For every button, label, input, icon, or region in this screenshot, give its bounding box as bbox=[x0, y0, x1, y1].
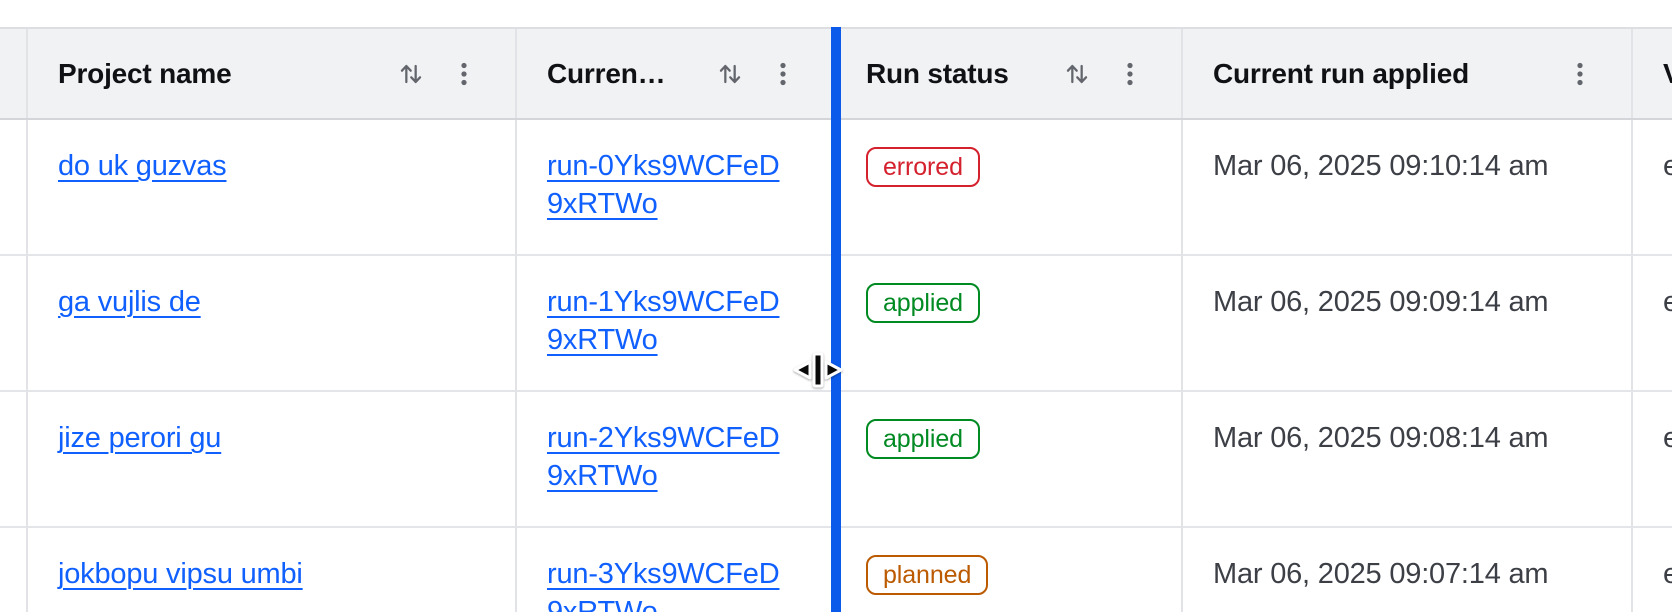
column-menu-icon[interactable] bbox=[1565, 59, 1595, 89]
applied-timestamp: Mar 06, 2025 09:07:14 am bbox=[1213, 558, 1549, 590]
clipped-cell-text: e bbox=[1663, 558, 1672, 590]
column-menu-icon[interactable] bbox=[1115, 59, 1145, 89]
run-id-link[interactable]: run-2Yks9WCFeD9xRTWo bbox=[547, 422, 780, 492]
project-link[interactable]: ga vujlis de bbox=[58, 286, 201, 318]
run-id-link[interactable]: run-0Yks9WCFeD9xRTWo bbox=[547, 150, 780, 220]
applied-timestamp: Mar 06, 2025 09:10:14 am bbox=[1213, 150, 1549, 182]
run-id-link[interactable]: run-1Yks9WCFeD9xRTWo bbox=[547, 286, 780, 356]
header-cell-project-name: Project name bbox=[28, 29, 517, 118]
column-label-project-name: Project name bbox=[58, 57, 232, 89]
cell-run-status: planned bbox=[836, 528, 1183, 612]
clipped-cell-text: e bbox=[1663, 422, 1672, 454]
cell-clipped: e bbox=[1633, 256, 1672, 392]
cell-current-run: run-3Yks9WCFeD9xRTWo bbox=[517, 528, 836, 612]
cell-project-name: jokbopu vipsu umbi bbox=[28, 528, 517, 612]
cell-clipped: e bbox=[1633, 528, 1672, 612]
cell-current-run-applied: Mar 06, 2025 09:10:14 am bbox=[1183, 120, 1633, 256]
clipped-cell-text: e bbox=[1663, 286, 1672, 318]
cell-current-run: run-2Yks9WCFeD9xRTWo bbox=[517, 392, 836, 528]
cell-current-run: run-1Yks9WCFeD9xRTWo bbox=[517, 256, 836, 392]
cell-run-status: applied bbox=[836, 256, 1183, 392]
header-cell-current-run-applied: Current run applied bbox=[1183, 29, 1633, 118]
cell-spacer bbox=[0, 392, 28, 528]
cell-current-run-applied: Mar 06, 2025 09:07:14 am bbox=[1183, 528, 1633, 612]
column-resize-indicator[interactable] bbox=[831, 27, 841, 612]
cell-current-run-applied: Mar 06, 2025 09:08:14 am bbox=[1183, 392, 1633, 528]
header-cell-clipped-column: V bbox=[1633, 29, 1672, 118]
cell-project-name: ga vujlis de bbox=[28, 256, 517, 392]
sort-arrows-icon[interactable] bbox=[395, 58, 427, 90]
column-menu-icon[interactable] bbox=[449, 59, 479, 89]
sort-arrows-icon[interactable] bbox=[1061, 58, 1093, 90]
cell-spacer bbox=[0, 256, 28, 392]
cell-current-run: run-0Yks9WCFeD9xRTWo bbox=[517, 120, 836, 256]
cell-clipped: e bbox=[1633, 120, 1672, 256]
column-label-run-status: Run status bbox=[866, 57, 1009, 89]
column-label-current-run: Curren… bbox=[547, 57, 666, 89]
column-label-current-run-applied: Current run applied bbox=[1213, 57, 1469, 89]
cell-run-status: applied bbox=[836, 392, 1183, 528]
cell-project-name: do uk guzvas bbox=[28, 120, 517, 256]
cell-run-status: errored bbox=[836, 120, 1183, 256]
header-cell-spacer bbox=[0, 29, 28, 118]
cell-current-run-applied: Mar 06, 2025 09:09:14 am bbox=[1183, 256, 1633, 392]
cell-spacer bbox=[0, 120, 28, 256]
header-cell-run-status: Run status bbox=[836, 29, 1183, 118]
cell-project-name: jize perori gu bbox=[28, 392, 517, 528]
run-id-link[interactable]: run-3Yks9WCFeD9xRTWo bbox=[547, 558, 780, 612]
column-label-clipped-column: V bbox=[1663, 58, 1672, 90]
applied-timestamp: Mar 06, 2025 09:09:14 am bbox=[1213, 286, 1549, 318]
sort-arrows-icon[interactable] bbox=[714, 58, 746, 90]
col-resize-cursor-icon bbox=[793, 352, 843, 388]
cell-spacer bbox=[0, 528, 28, 612]
run-status-badge: applied bbox=[866, 419, 980, 459]
project-link[interactable]: jize perori gu bbox=[58, 422, 222, 454]
cell-clipped: e bbox=[1633, 392, 1672, 528]
column-menu-icon[interactable] bbox=[768, 59, 798, 89]
run-status-badge: planned bbox=[866, 555, 989, 595]
applied-timestamp: Mar 06, 2025 09:08:14 am bbox=[1213, 422, 1549, 454]
clipped-cell-text: e bbox=[1663, 150, 1672, 182]
header-cell-current-run: Curren… bbox=[517, 29, 836, 118]
project-link[interactable]: do uk guzvas bbox=[58, 150, 227, 182]
project-link[interactable]: jokbopu vipsu umbi bbox=[58, 558, 303, 590]
run-status-badge: applied bbox=[866, 283, 980, 323]
run-status-badge: errored bbox=[866, 147, 980, 187]
